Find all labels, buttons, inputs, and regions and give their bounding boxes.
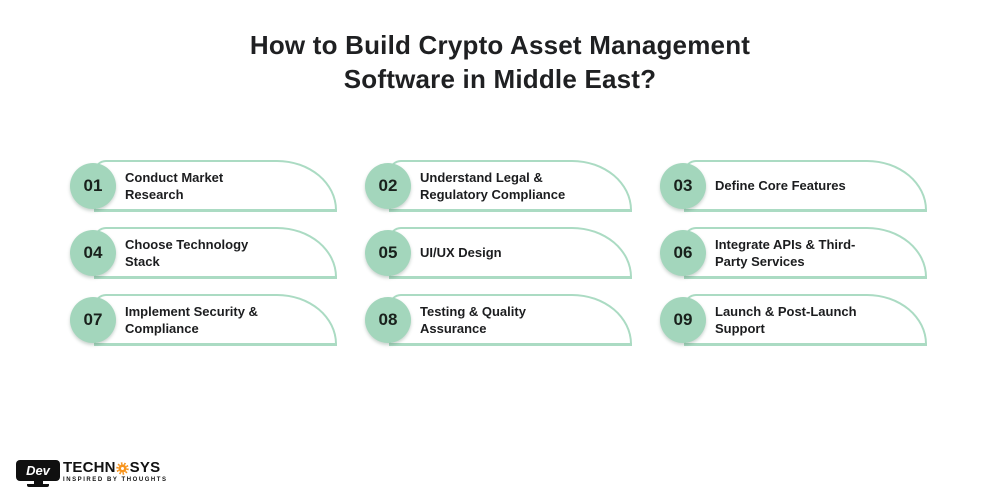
step-number-badge: 06 — [660, 230, 706, 276]
step-number-badge: 07 — [70, 297, 116, 343]
step-item-08: 08 Testing & Quality Assurance — [365, 294, 632, 346]
step-number-badge: 01 — [70, 163, 116, 209]
step-card: Launch & Post-Launch Support — [684, 294, 927, 346]
page-title: How to Build Crypto Asset Management Sof… — [0, 28, 1000, 96]
step-item-09: 09 Launch & Post-Launch Support — [660, 294, 927, 346]
logo-tagline: INSPIRED BY THOUGHTS — [63, 477, 168, 483]
step-item-04: 04 Choose Technology Stack — [70, 227, 337, 279]
step-card: Define Core Features — [684, 160, 927, 212]
step-card: Choose Technology Stack — [94, 227, 337, 279]
step-card: Implement Security & Compliance — [94, 294, 337, 346]
step-card: UI/UX Design — [389, 227, 632, 279]
step-number-badge: 04 — [70, 230, 116, 276]
gear-icon — [116, 462, 129, 475]
step-item-03: 03 Define Core Features — [660, 160, 927, 212]
step-label: Integrate APIs & Third-Party Services — [715, 236, 856, 269]
step-label: Understand Legal & Regulatory Compliance — [420, 169, 566, 202]
step-number-badge: 03 — [660, 163, 706, 209]
step-label: Testing & Quality Assurance — [420, 303, 526, 336]
monitor-icon: Dev — [16, 460, 60, 487]
step-label: Define Core Features — [715, 178, 846, 193]
step-item-07: 07 Implement Security & Compliance — [70, 294, 337, 346]
logo-brand: TECHN SYS — [63, 460, 168, 476]
page-title-line2: Software in Middle East? — [343, 64, 657, 94]
step-item-01: 01 Conduct Market Research — [70, 160, 337, 212]
step-item-02: 02 Understand Legal & Regulatory Complia… — [365, 160, 632, 212]
monitor-screen-text: Dev — [16, 460, 60, 481]
step-card: Integrate APIs & Third-Party Services — [684, 227, 927, 279]
step-number-badge: 02 — [365, 163, 411, 209]
step-card: Understand Legal & Regulatory Compliance — [389, 160, 632, 212]
devtechnosys-logo: Dev TECHN SYS INSPIRED BY THOUGHTS — [16, 460, 168, 487]
logo-text-block: TECHN SYS INSPIRED BY THOUGHTS — [63, 460, 168, 484]
logo-brand-part2: SYS — [129, 459, 161, 476]
step-label: Implement Security & Compliance — [125, 303, 258, 336]
page-title-line1: How to Build Crypto Asset Management — [249, 30, 751, 60]
logo-brand-part1: TECHN — [63, 459, 116, 476]
step-item-05: 05 UI/UX Design — [365, 227, 632, 279]
step-label: UI/UX Design — [420, 245, 502, 260]
step-card: Testing & Quality Assurance — [389, 294, 632, 346]
step-label: Conduct Market Research — [125, 169, 224, 202]
step-label: Launch & Post-Launch Support — [715, 303, 857, 336]
step-card: Conduct Market Research — [94, 160, 337, 212]
monitor-neck — [33, 481, 43, 484]
monitor-base — [27, 484, 49, 487]
step-item-06: 06 Integrate APIs & Third-Party Services — [660, 227, 927, 279]
step-number-badge: 09 — [660, 297, 706, 343]
steps-grid: 01 Conduct Market Research 02 Understand… — [70, 160, 955, 346]
step-number-badge: 08 — [365, 297, 411, 343]
step-label: Choose Technology Stack — [125, 236, 249, 269]
step-number-badge: 05 — [365, 230, 411, 276]
